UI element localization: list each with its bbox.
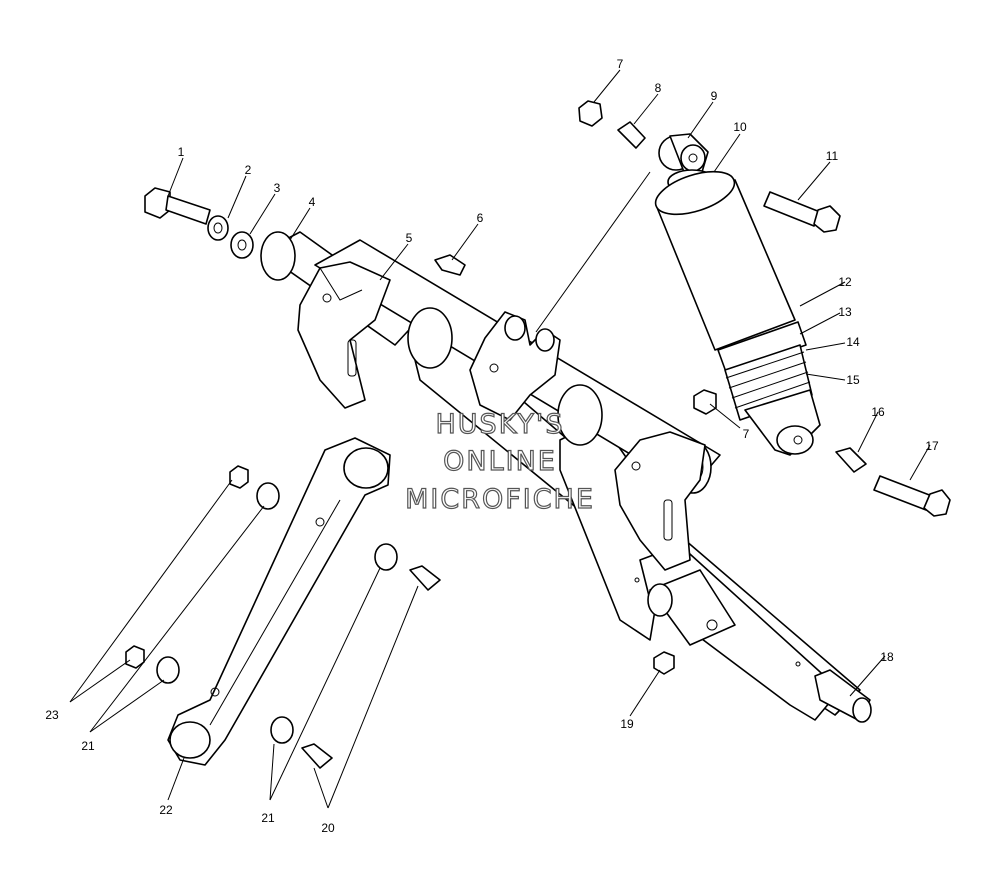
callout-6: 6	[477, 211, 484, 225]
callout-8: 8	[655, 81, 662, 95]
callout-10: 10	[733, 120, 747, 134]
callout-19: 19	[620, 717, 634, 731]
callout-labels: 1 2 3 4 5 6 7 7 8 9 10 11 12 13 14 15 16…	[45, 57, 939, 835]
callout-16: 16	[871, 405, 885, 419]
watermark-line-3: MICROFICHE	[405, 484, 595, 515]
callout-13: 13	[838, 305, 852, 319]
hardware	[144, 100, 951, 675]
watermark-line-2: ONLINE	[443, 446, 557, 477]
callout-14: 14	[846, 335, 860, 349]
watermark: HUSKY'S ONLINE MICROFICHE	[404, 408, 595, 515]
callout-21-bottom: 21	[261, 811, 275, 825]
right-bracket	[614, 431, 706, 571]
callout-12: 12	[838, 275, 852, 289]
callout-9: 9	[711, 89, 718, 103]
callout-5: 5	[406, 231, 413, 245]
callout-2: 2	[245, 163, 252, 177]
leader-lines	[69, 69, 931, 809]
shock-absorber	[654, 133, 821, 456]
link-hardware	[125, 465, 441, 769]
left-bracket	[297, 261, 391, 409]
callout-23: 23	[45, 708, 59, 722]
middle-bracket	[469, 311, 561, 421]
callout-7-top: 7	[617, 57, 624, 71]
callout-4: 4	[309, 195, 316, 209]
axle-pin	[814, 669, 872, 723]
callout-22: 22	[159, 803, 173, 817]
callout-18: 18	[880, 650, 894, 664]
callout-11: 11	[826, 149, 839, 163]
callout-7-lower: 7	[743, 427, 750, 441]
callout-20: 20	[321, 821, 335, 835]
callout-21-left: 21	[81, 739, 95, 753]
callout-17: 17	[925, 439, 939, 453]
callout-15: 15	[846, 373, 860, 387]
callout-1: 1	[178, 145, 185, 159]
watermark-line-1: HUSKY'S	[435, 409, 564, 440]
link-arms	[167, 437, 391, 766]
callout-3: 3	[274, 181, 281, 195]
